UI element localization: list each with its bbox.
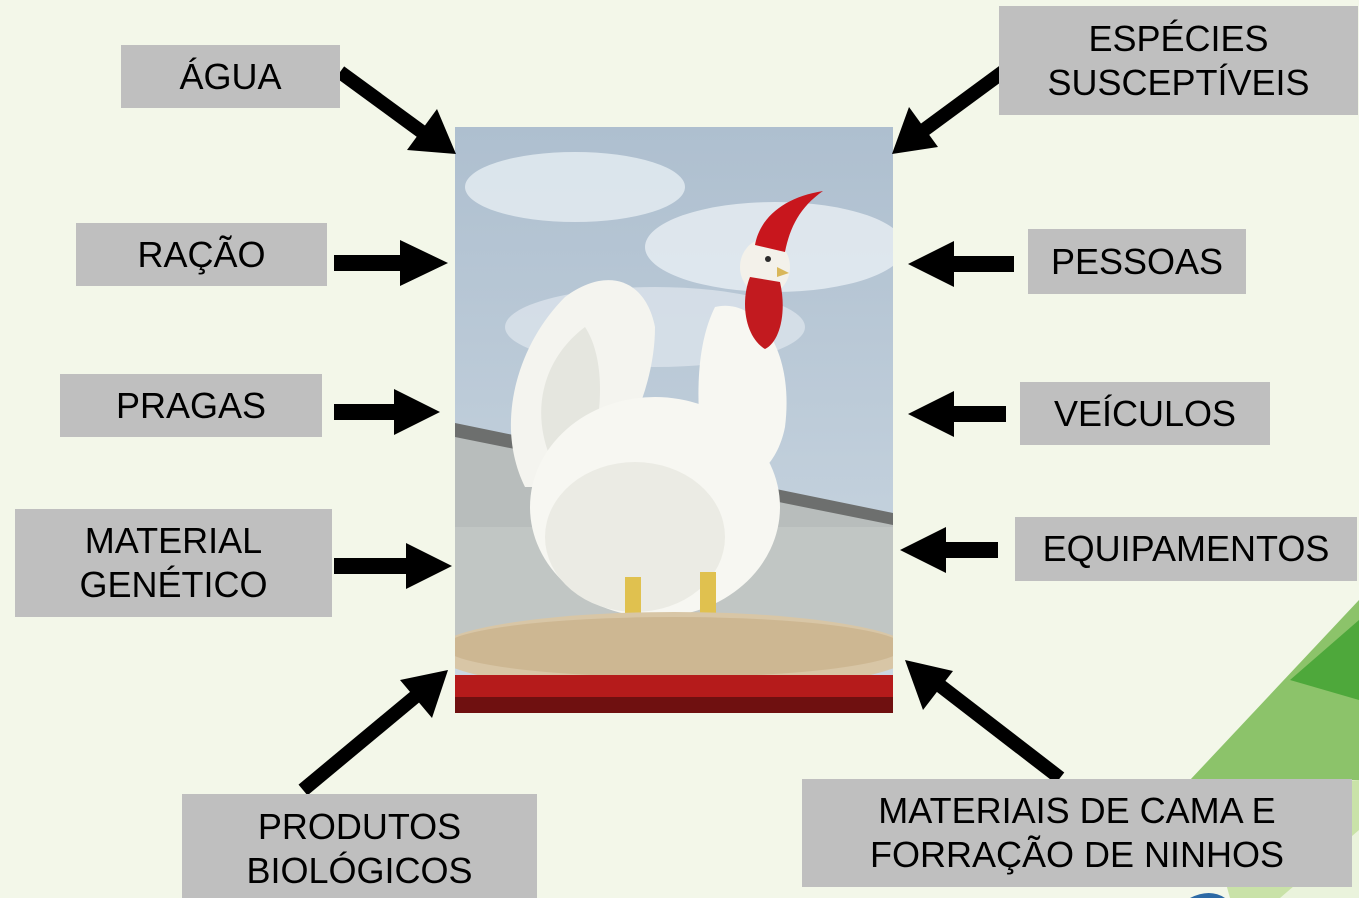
label-pessoas: PESSOAS xyxy=(1028,229,1246,294)
label-material-genetico: MATERIAL GENÉTICO xyxy=(15,509,332,617)
arrow-materiais-cama xyxy=(905,660,1065,784)
arrow-pragas xyxy=(334,389,440,435)
arrow-equipamentos xyxy=(900,527,998,573)
label-pragas: PRAGAS xyxy=(60,374,322,437)
arrow-veiculos xyxy=(908,391,1006,437)
arrow-especies-susceptiveis xyxy=(892,57,1020,154)
arrow-racao xyxy=(334,240,448,286)
label-materiais-cama: MATERIAIS DE CAMA E FORRAÇÃO DE NINHOS xyxy=(802,779,1352,887)
label-equipamentos: EQUIPAMENTOS xyxy=(1015,517,1357,581)
arrow-material-genetico xyxy=(334,543,452,589)
arrow-produtos-biologicos xyxy=(298,670,448,796)
arrow-pessoas xyxy=(908,241,1014,287)
label-produtos-biologicos: PRODUTOS BIOLÓGICOS xyxy=(182,794,537,898)
label-veiculos: VEÍCULOS xyxy=(1020,382,1270,445)
label-especies-susceptiveis: ESPÉCIES SUSCEPTÍVEIS xyxy=(999,6,1358,115)
rooster-photo xyxy=(455,127,893,713)
label-racao: RAÇÃO xyxy=(76,223,327,286)
arrow-agua xyxy=(335,66,456,154)
label-agua: ÁGUA xyxy=(121,45,340,108)
